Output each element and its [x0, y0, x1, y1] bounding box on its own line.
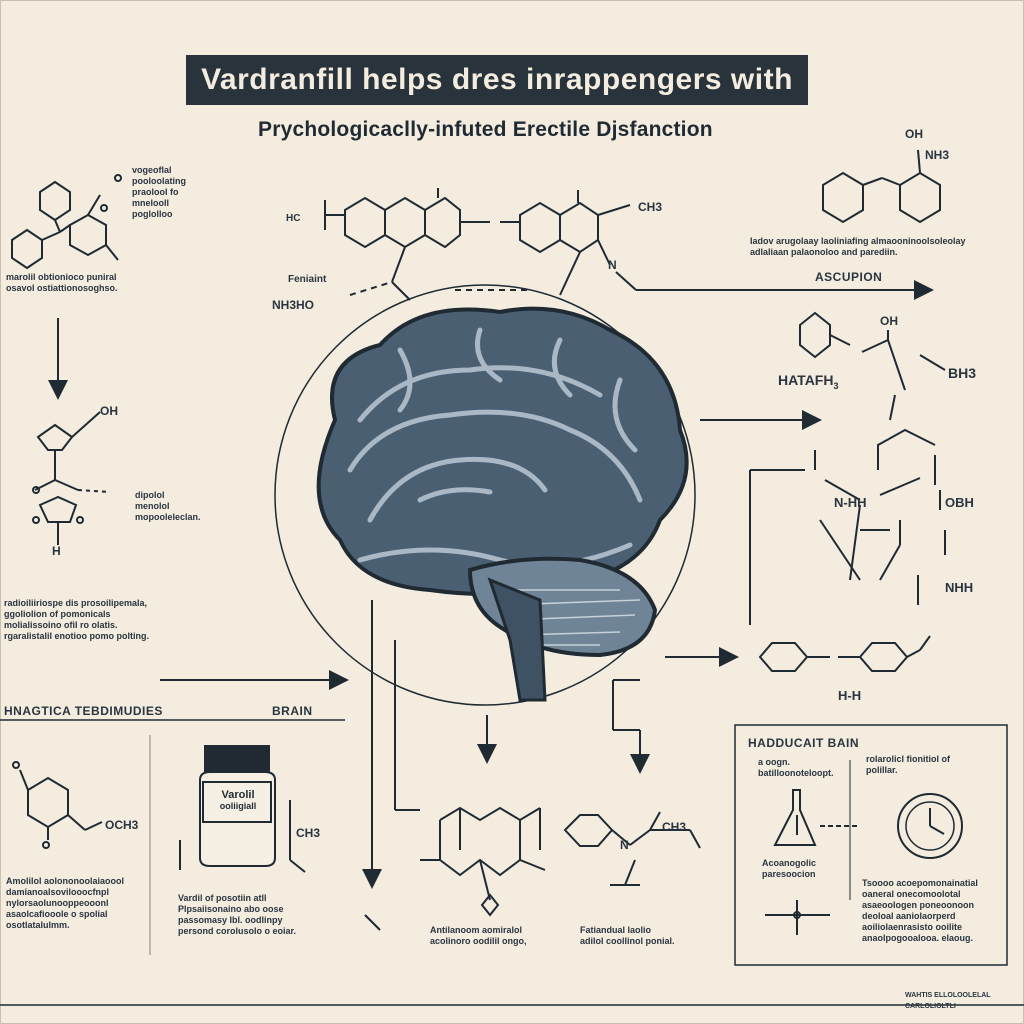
note-right-box-left: a oogn. batilloonoteloopt.	[758, 757, 834, 778]
molecule-right-cluster	[749, 311, 946, 625]
molecule-top-center	[324, 188, 934, 301]
clock-icon	[897, 793, 963, 859]
note-bottom-center: Antilanoom aomiralol acolinoro oodilil o…	[430, 925, 527, 946]
molecule-bottom-left	[12, 761, 103, 849]
label-h-left: H	[52, 544, 61, 558]
label-nh-ho: NH3HO	[272, 298, 315, 312]
label-ch3-top: CH3	[638, 200, 663, 214]
label-ch3-bottle: CH3	[296, 826, 321, 840]
note-bottom-left: Amolilol aolononoolaiaoool damianoalsovi…	[6, 876, 124, 930]
page-title: Vardranfill helps dres inrappengers with	[186, 55, 808, 105]
note-top-left: vogeoflal pooloolating praolool fo mnelo…	[132, 165, 186, 219]
label-nh: N-HH	[834, 495, 867, 510]
label-oh-left: OH	[100, 404, 118, 418]
molecule-top-left	[11, 174, 122, 270]
label-n-bottom: N	[620, 838, 629, 852]
footer-text: WAHTIS ELLOLOOLELAL CARLOLIOLTLI	[905, 992, 991, 1010]
note-right-top: Iadov arugolaay laoliniafing almaooninoo…	[750, 236, 966, 257]
label-hh: H-H	[838, 688, 862, 703]
note-bottom-mid: Vardil of posotiin atll Plpsaiisonaino a…	[178, 893, 297, 936]
note-bottom-right: Fatiandual laolio adilol coollinol ponia…	[580, 925, 675, 946]
section-left-title: HNAGTICA TEBDIMUDIES	[4, 704, 163, 718]
label-feniaint: Feniaint	[288, 274, 327, 285]
label-obh: OBH	[945, 495, 974, 510]
brain-illustration	[316, 306, 689, 702]
label-hatafh: HATAFH3	[778, 372, 839, 391]
flask-icon	[765, 789, 830, 935]
label-oh-top-right: OH	[905, 127, 923, 141]
label-brain: BRAIN	[272, 704, 313, 718]
molecule-bottom-right-center	[563, 811, 701, 886]
label-nhh: NHH	[945, 580, 974, 595]
note-right-box-text: Tsoooo acoepomonainatial oaneral onecomo…	[862, 878, 978, 943]
molecule-top-right	[822, 149, 941, 224]
medicine-bottle	[199, 745, 276, 867]
page-subtitle: Prychologicaclly-infuted Erectile Djsfan…	[258, 118, 713, 141]
note-left-mid: dipolol menolol mopooleleclan.	[135, 490, 201, 522]
label-ch3-bottom: CH3	[662, 820, 687, 834]
note-left-caption: marolil obtionioco puniral osavol ostiat…	[6, 272, 118, 293]
bottle-label: Varolil ooliigiall	[219, 789, 257, 812]
label-oh-right: OH	[880, 314, 898, 328]
molecule-left-mid	[32, 411, 111, 545]
brain-circle	[274, 284, 696, 706]
label-bh3: BH3	[948, 365, 977, 381]
note-flask-caption: Acoanogolic paresoocion	[762, 858, 817, 879]
label-n-top: N	[608, 258, 617, 272]
molecule-right-chain	[612, 635, 931, 774]
label-nh3-top-right: NH3	[925, 148, 950, 162]
label-och3: OCH3	[105, 818, 139, 832]
section-right-title: HADDUCAIT BAIN	[748, 736, 859, 750]
note-left-lower: radioiliiriospe dis prosoilipemala, ggol…	[4, 598, 150, 641]
label-hc: HC	[286, 213, 301, 224]
molecule-bottom-center	[364, 806, 546, 931]
note-right-box-right: rolarolicl fionitiol of polillar.	[866, 754, 950, 775]
label-ascupion: ASCUPION	[815, 270, 883, 284]
